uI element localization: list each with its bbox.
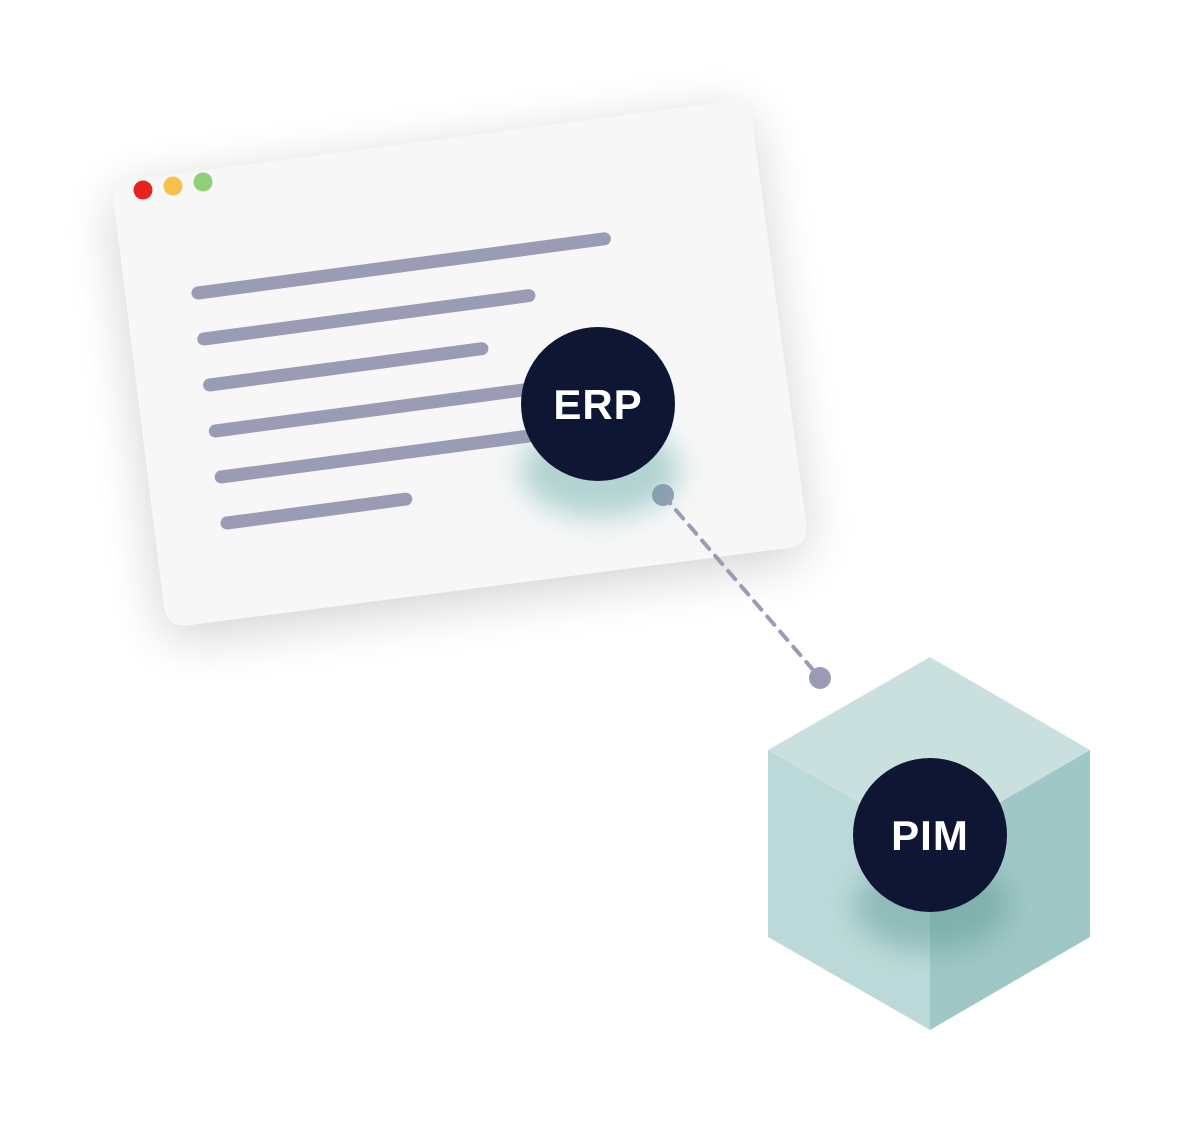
erp-node[interactable]: ERP	[520, 327, 680, 518]
window-controls	[133, 172, 213, 200]
maximize-dot-icon[interactable]	[193, 172, 213, 192]
minimize-dot-icon[interactable]	[163, 176, 183, 196]
erp-label: ERP	[553, 381, 642, 428]
dashed-connector-line	[661, 493, 822, 680]
cube-top-face	[768, 657, 1090, 843]
content-line	[220, 492, 413, 530]
pim-label: PIM	[891, 812, 969, 859]
pim-node[interactable]: PIM	[853, 758, 1010, 951]
content-line	[203, 342, 489, 392]
connector-endpoint-bottom	[809, 667, 831, 689]
content-line	[208, 381, 543, 438]
browser-window	[113, 101, 807, 626]
window-content-lines	[191, 232, 611, 530]
content-line	[191, 232, 611, 300]
browser-window-frame	[113, 101, 807, 626]
pim-badge[interactable]	[853, 758, 1007, 912]
content-line	[197, 289, 536, 346]
erp-badge[interactable]	[521, 327, 675, 481]
close-dot-icon[interactable]	[133, 180, 153, 200]
content-line	[214, 427, 549, 484]
